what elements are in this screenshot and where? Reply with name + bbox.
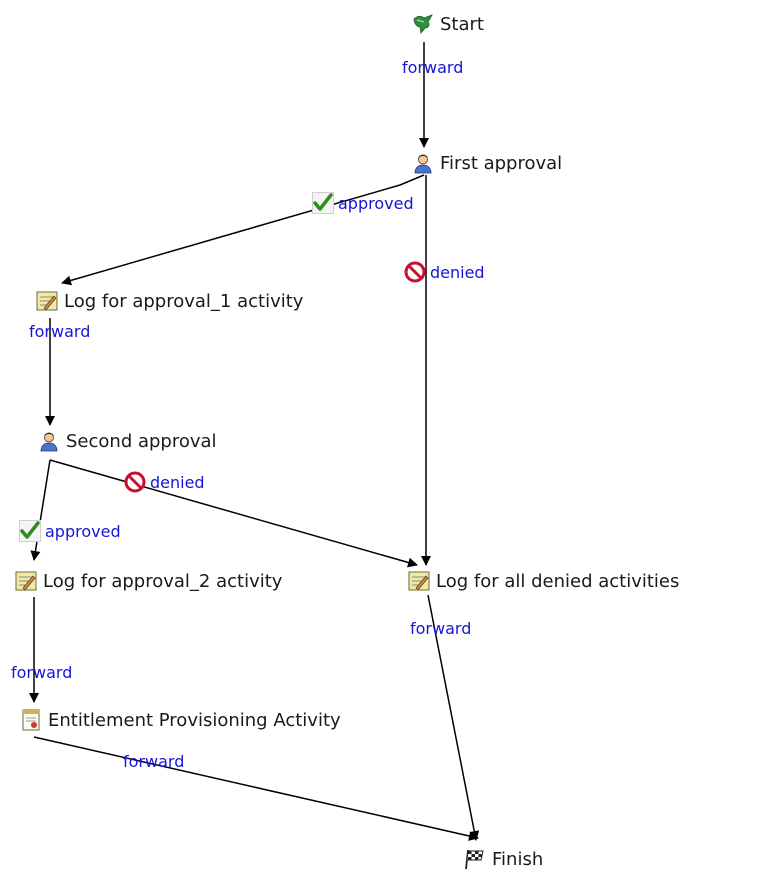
transition-entitlement-forward[interactable]: forward <box>123 752 184 771</box>
node-finish[interactable]: Finish <box>464 848 543 870</box>
node-label: Finish <box>492 848 544 870</box>
transition-label: approved <box>338 193 414 213</box>
user-icon <box>38 430 60 452</box>
transition-log2-forward[interactable]: forward <box>11 663 72 682</box>
transition-label: forward <box>402 58 464 77</box>
node-log-approval-2[interactable]: Log for approval_2 activity <box>15 570 282 592</box>
form-icon <box>20 709 42 731</box>
node-first-approval[interactable]: First approval <box>412 152 562 174</box>
node-label: First approval <box>440 152 563 174</box>
node-log-approval-1[interactable]: Log for approval_1 activity <box>36 290 303 312</box>
node-log-denied[interactable]: Log for all denied activities <box>408 570 679 592</box>
node-entitlement[interactable]: Entitlement Provisioning Activity <box>20 709 341 731</box>
transition-denied-forward[interactable]: forward <box>410 619 471 638</box>
log-icon <box>15 570 37 592</box>
edge-denied-finish[interactable] <box>427 594 480 841</box>
transition-label: denied <box>150 472 205 492</box>
transition-first-approved[interactable]: approved <box>312 192 414 214</box>
edge-entitlement-finish[interactable] <box>33 736 479 841</box>
no-entry-icon <box>124 471 146 493</box>
transition-second-approved[interactable]: approved <box>19 520 121 542</box>
edge-first-log1[interactable] <box>61 174 425 286</box>
no-entry-icon <box>404 261 426 283</box>
edge-second-log2[interactable] <box>30 459 51 561</box>
log-icon <box>36 290 58 312</box>
transition-first-denied[interactable]: denied <box>404 261 485 283</box>
node-start[interactable]: Start <box>412 13 484 35</box>
transition-log1-forward[interactable]: forward <box>29 322 90 341</box>
transition-label: forward <box>29 322 91 341</box>
node-label: Start <box>440 13 484 35</box>
transition-label: approved <box>45 521 121 541</box>
node-second-approval[interactable]: Second approval <box>38 430 217 452</box>
transition-label: forward <box>410 619 472 638</box>
node-label: Entitlement Provisioning Activity <box>48 709 341 731</box>
node-label: Log for approval_1 activity <box>64 290 304 312</box>
check-icon <box>312 192 334 214</box>
check-icon <box>19 520 41 542</box>
node-label: Log for approval_2 activity <box>43 570 283 592</box>
transition-label: forward <box>123 752 185 771</box>
edge-second-denied[interactable] <box>49 459 418 568</box>
user-icon <box>412 152 434 174</box>
log-icon <box>408 570 430 592</box>
node-label: Second approval <box>66 430 217 452</box>
transition-start-forward[interactable]: forward <box>402 58 463 77</box>
transition-label: denied <box>430 262 485 282</box>
node-label: Log for all denied activities <box>436 570 680 592</box>
transition-label: forward <box>11 663 73 682</box>
finish-flag-icon <box>464 848 486 870</box>
start-icon <box>412 13 434 35</box>
transition-second-denied[interactable]: denied <box>124 471 205 493</box>
